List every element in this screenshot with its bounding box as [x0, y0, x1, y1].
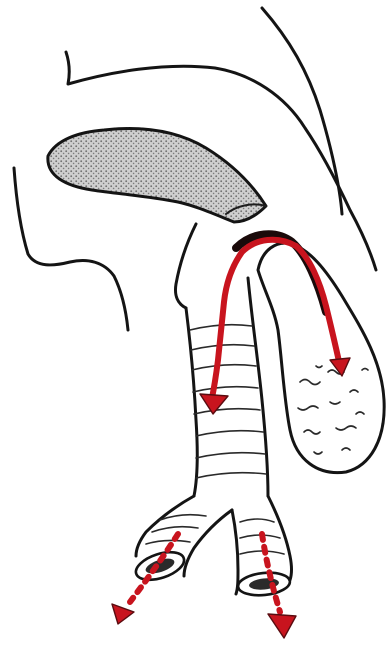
- left-bronchus: [133, 496, 232, 585]
- flow-arrows: [112, 234, 350, 638]
- right-bronchus-inner-wall: [232, 510, 238, 594]
- trachea: [186, 278, 268, 496]
- sac-arrowhead: [330, 358, 350, 376]
- trachea-arrowhead: [200, 394, 228, 414]
- left-bronchus-inner-wall: [184, 510, 232, 576]
- upper-skull-contour: [262, 8, 342, 214]
- hanging-sac: [258, 243, 384, 472]
- shaded-mass: [48, 129, 266, 222]
- pharynx-rear-wall: [175, 224, 196, 308]
- left-bronchus-arrowhead: [112, 604, 134, 624]
- sac-texture: [298, 366, 368, 454]
- trachea-left-wall: [186, 308, 197, 496]
- shaded-mass-fill: [48, 129, 266, 222]
- right-bronchus-arrowhead: [268, 614, 296, 638]
- sac-outline: [258, 243, 384, 472]
